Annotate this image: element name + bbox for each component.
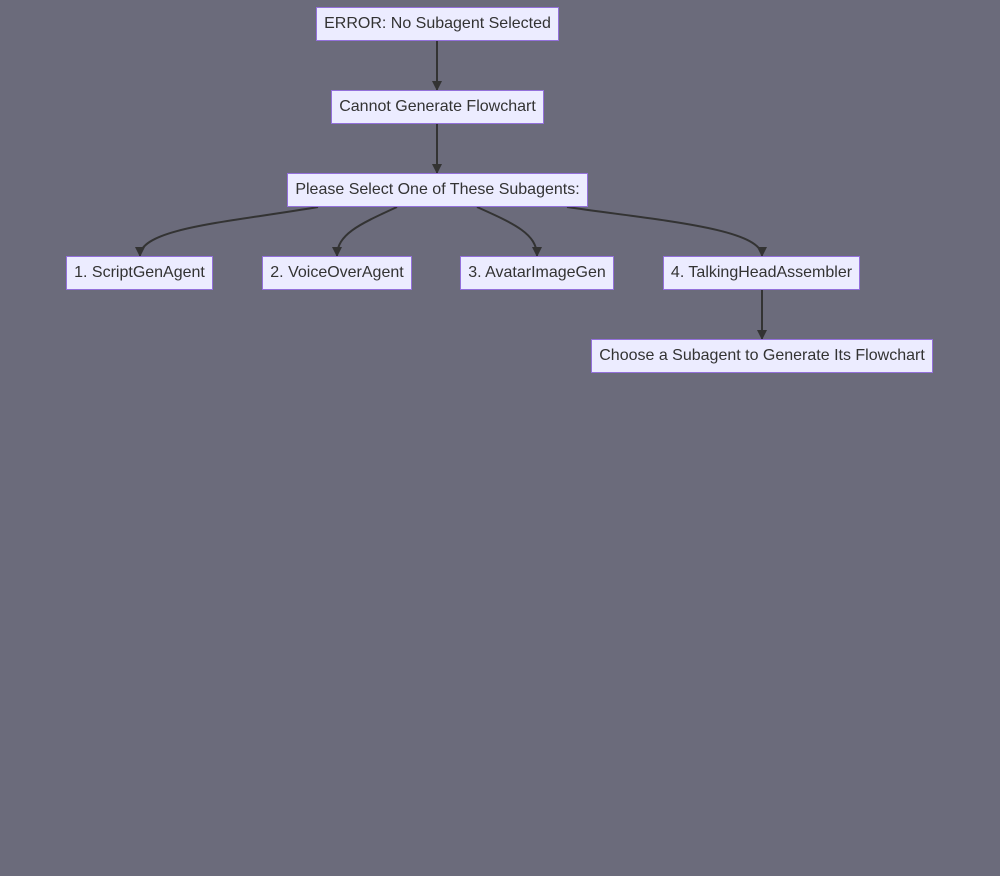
node-error-no-subagent: ERROR: No Subagent Selected (316, 7, 559, 41)
node-choose-subagent: Choose a Subagent to Generate Its Flowch… (591, 339, 933, 373)
edge-please-select-to-agent-4 (566, 206, 767, 257)
edge-please-select-to-agent-2 (332, 206, 398, 257)
edge-please-select-to-agent-1 (135, 206, 319, 257)
node-cannot-generate: Cannot Generate Flowchart (331, 90, 544, 124)
node-agent-script-gen: 1. ScriptGenAgent (66, 256, 213, 290)
node-please-select: Please Select One of These Subagents: (287, 173, 588, 207)
node-agent-avatar-image-gen: 3. AvatarImageGen (460, 256, 614, 290)
node-agent-voice-over: 2. VoiceOverAgent (262, 256, 412, 290)
edge-please-select-to-agent-3 (476, 206, 542, 257)
node-agent-talking-head-assembler: 4. TalkingHeadAssembler (663, 256, 860, 290)
